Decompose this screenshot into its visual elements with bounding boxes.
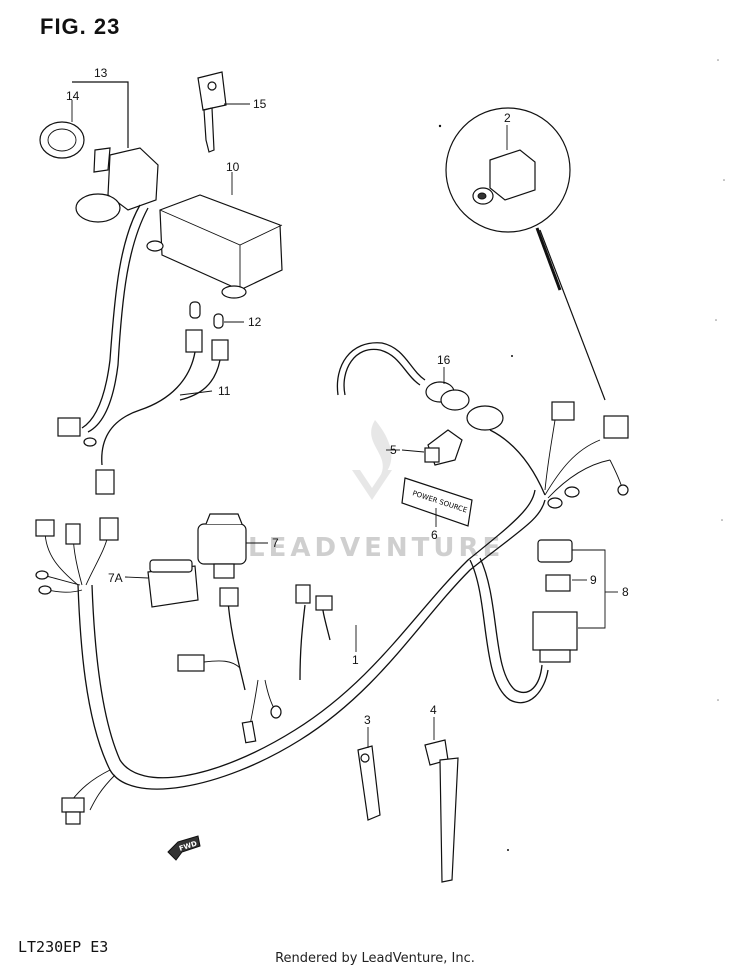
footer-credit: Rendered by LeadVenture, Inc. <box>275 951 475 966</box>
label-5: 5 <box>390 443 397 457</box>
part-10-cdi-unit <box>146 172 283 299</box>
label-15: 15 <box>253 97 267 111</box>
connector-relay-branch <box>219 587 239 607</box>
part-4-cable-tie <box>424 717 459 883</box>
fwd-arrow: FWD <box>167 835 201 861</box>
watermark: LEADVENTURE <box>248 533 505 563</box>
part-2-inset <box>445 107 571 233</box>
figure-title: FIG. 23 <box>40 14 121 39</box>
part-labels: 13 14 15 10 12 11 2 16 5 6 7 7A 9 8 1 3 … <box>66 66 629 727</box>
label-3: 3 <box>364 713 371 727</box>
label-9: 9 <box>590 573 597 587</box>
label-1: 1 <box>352 653 359 667</box>
scan-speckles <box>438 59 725 851</box>
label-14: 14 <box>66 89 80 103</box>
connector-left-1 <box>35 519 55 537</box>
terminal-cap <box>603 415 629 439</box>
connector-left-3 <box>99 517 119 541</box>
part-16-fuse-holder <box>425 367 504 431</box>
part-7-relay <box>197 513 268 579</box>
main-harness <box>35 489 549 825</box>
label-13: 13 <box>94 66 108 80</box>
label-12: 12 <box>248 315 262 329</box>
label-6: 6 <box>431 528 438 542</box>
model-code: LT230EP E3 <box>18 938 109 956</box>
part-6-label-plate: POWER SOURCE <box>401 477 473 527</box>
part-3-clamp <box>357 727 381 821</box>
connector-right-top <box>551 401 575 421</box>
watermark-logo <box>352 420 392 500</box>
part-11-12-bulbs <box>95 301 244 495</box>
label-10: 10 <box>226 160 240 174</box>
part-7a-flasher <box>124 559 199 608</box>
label-16: 16 <box>437 353 451 367</box>
part-15-key <box>197 71 250 153</box>
connector-ignition <box>57 417 81 437</box>
label-2: 2 <box>504 111 511 125</box>
connector-left-2 <box>65 523 81 545</box>
connector-mid-left <box>177 654 205 672</box>
label-8: 8 <box>622 585 629 599</box>
label-7a: 7A <box>108 571 123 585</box>
label-4: 4 <box>430 703 437 717</box>
label-11: 11 <box>218 384 231 398</box>
leader-lines <box>355 449 400 652</box>
part-13-14-ignition-switch <box>39 81 159 447</box>
battery-branch <box>336 227 629 509</box>
connector-meter <box>95 469 115 495</box>
label-7: 7 <box>272 536 279 550</box>
part-8-9-connectors <box>532 539 618 663</box>
connector-lower-left <box>61 797 85 813</box>
part-5-clamp <box>401 429 463 466</box>
